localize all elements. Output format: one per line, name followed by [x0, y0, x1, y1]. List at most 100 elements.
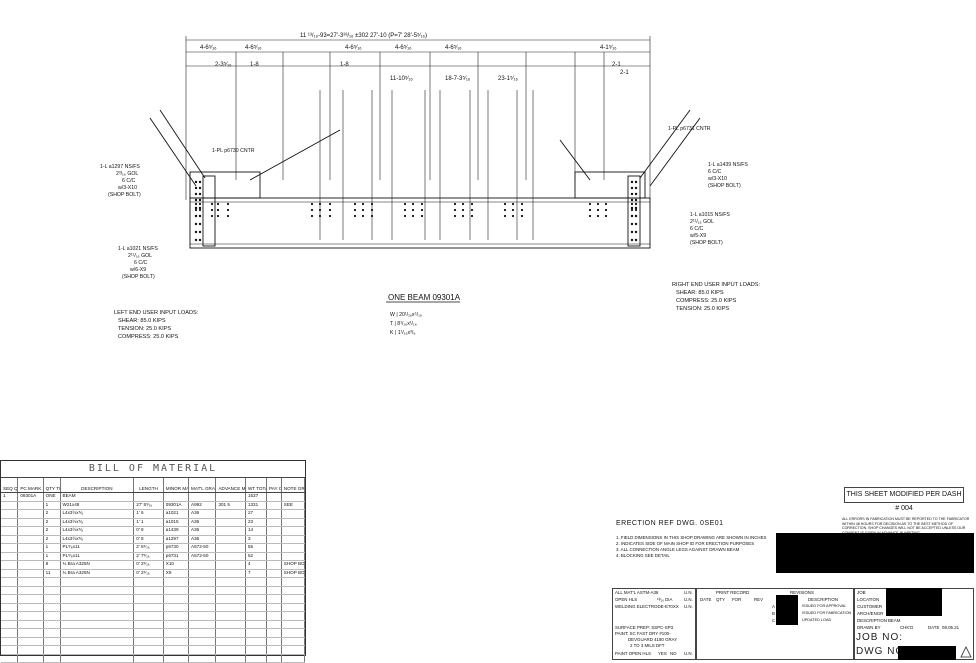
bolt-hole — [630, 206, 634, 210]
left-plate-callout: 1-PL p6730 CNTR — [212, 148, 255, 154]
spacing-dim-4: 4-6⁵⁄₁₆ — [395, 44, 412, 51]
bom-cell — [1, 637, 19, 646]
bom-cell: 1' 6 — [133, 509, 164, 519]
bom-cell — [17, 501, 44, 510]
bolt-hole — [630, 222, 634, 226]
bom-cell — [281, 518, 306, 527]
bom-cell — [60, 586, 135, 595]
bolt-hole — [634, 192, 638, 196]
bom-cell — [215, 628, 246, 638]
right-bottom-angle-l5: (SHOP BOLT) — [690, 240, 723, 246]
left-top-angle-l2: 2³/₁₆ GOL — [116, 171, 138, 177]
bom-cell — [266, 569, 282, 578]
bolt-hole — [370, 214, 374, 218]
date-value: 08.05.21 — [942, 625, 960, 630]
bom-cell — [215, 577, 246, 587]
bolt-hole — [634, 180, 638, 184]
sub-dim-8: 2-1 — [620, 70, 629, 76]
title-block: ERECTION REF DWG. 0SE01 1. FIELD DIMENSI… — [612, 517, 974, 660]
bolt-hole — [604, 208, 608, 212]
bolt-hole — [216, 208, 220, 212]
bom-row — [1, 628, 306, 638]
spacing-dim-3: 4-6⁵⁄₁₆ — [345, 44, 362, 51]
bolt-hole — [520, 214, 524, 218]
bolt-hole — [403, 208, 407, 212]
bolt-hole — [210, 208, 214, 212]
bom-cell — [281, 552, 306, 561]
general-note-2: 2. INDICATES SIDE OF MAIN SHOP ID FOR ER… — [616, 541, 755, 546]
rev-c: C — [772, 618, 776, 623]
bom-row — [1, 645, 306, 655]
bom-cell: 1 — [43, 501, 61, 510]
bom-cell — [60, 620, 135, 629]
bom-cell — [17, 620, 44, 629]
bolt-hole — [634, 230, 638, 234]
general-note-4: 4. BLOCKING SEE DETAIL — [616, 553, 670, 558]
bom-row — [1, 577, 306, 587]
bolt-hole — [226, 214, 230, 218]
print-revision-box — [696, 588, 854, 660]
bom-cell — [215, 654, 246, 663]
bom-cell: 1' 1 — [133, 518, 164, 527]
bom-cell — [17, 586, 44, 595]
date-label: DATE — [928, 625, 940, 630]
bolt-hole — [194, 192, 198, 196]
bom-cell: 2 — [43, 509, 61, 519]
left-bottom-angle-l3: 6 C/C — [134, 260, 148, 266]
bom-cell — [17, 509, 44, 519]
bom-col-header: ADVANCE MILL# — [215, 478, 246, 493]
bom-cell — [245, 594, 268, 604]
bom-cell — [1, 628, 19, 638]
bom-cell — [281, 492, 306, 502]
bom-cell: 2' 7⁵⁄₁₆ — [133, 552, 164, 561]
bom-cell — [266, 543, 282, 553]
location-label: LOCATION — [857, 597, 880, 602]
bom-cell: p6731 — [163, 552, 190, 561]
bom-cell — [188, 586, 217, 595]
bom-cell — [133, 492, 164, 502]
bom-cell — [163, 654, 190, 663]
bom-cell — [1, 645, 19, 655]
rev-b: B — [772, 611, 775, 616]
left-top-angle-l3: 6 C/C — [122, 178, 136, 184]
bom-cell — [188, 611, 217, 621]
bom-cell — [266, 552, 282, 561]
bolt-hole — [198, 208, 202, 212]
bolt-hole — [194, 180, 198, 184]
right-bottom-angle-l2: 2¹¹/₁₆ GOL — [690, 219, 714, 225]
spec-2-un: U.N. — [684, 597, 693, 602]
beam-prop-w: W | 20¹/₁₆x⁵/₁₆ — [390, 312, 422, 318]
bolt-hole — [194, 198, 198, 202]
print-record-label: PRINT RECORD — [716, 590, 750, 595]
bolt-hole — [420, 202, 424, 206]
bolt-hole — [328, 208, 332, 212]
bom-col-header: MAT'L GRADE — [188, 478, 217, 493]
bolt-hole — [461, 208, 465, 212]
bom-cell: 52 — [245, 552, 268, 561]
spec-2: OPEN HLS — [615, 597, 638, 602]
bolt-hole — [588, 214, 592, 218]
general-note-3: 3. ALL CONNECTION ANGLE LEGS AGAINST DRA… — [616, 547, 740, 552]
bom-cell: 14 — [245, 526, 268, 536]
bom-col-header: NOTE GRADE — [281, 478, 306, 493]
bom-cell — [215, 645, 246, 655]
bom-cell: 2 — [43, 535, 61, 544]
bom-cell — [60, 654, 135, 663]
bom-cell — [188, 560, 217, 570]
bom-cell — [281, 628, 306, 638]
bolt-hole — [194, 208, 198, 212]
bolt-hole — [630, 214, 634, 218]
bom-cell — [163, 492, 190, 502]
bolt-hole — [630, 230, 634, 234]
bom-cell — [266, 628, 282, 638]
bolt-hole — [634, 186, 638, 190]
bolt-hole — [198, 222, 202, 226]
spec-1-un: U.N. — [684, 590, 693, 595]
bom-cell: PL⁵⁄₈x11 — [60, 552, 135, 561]
checked-label: CHK'D — [900, 625, 914, 630]
